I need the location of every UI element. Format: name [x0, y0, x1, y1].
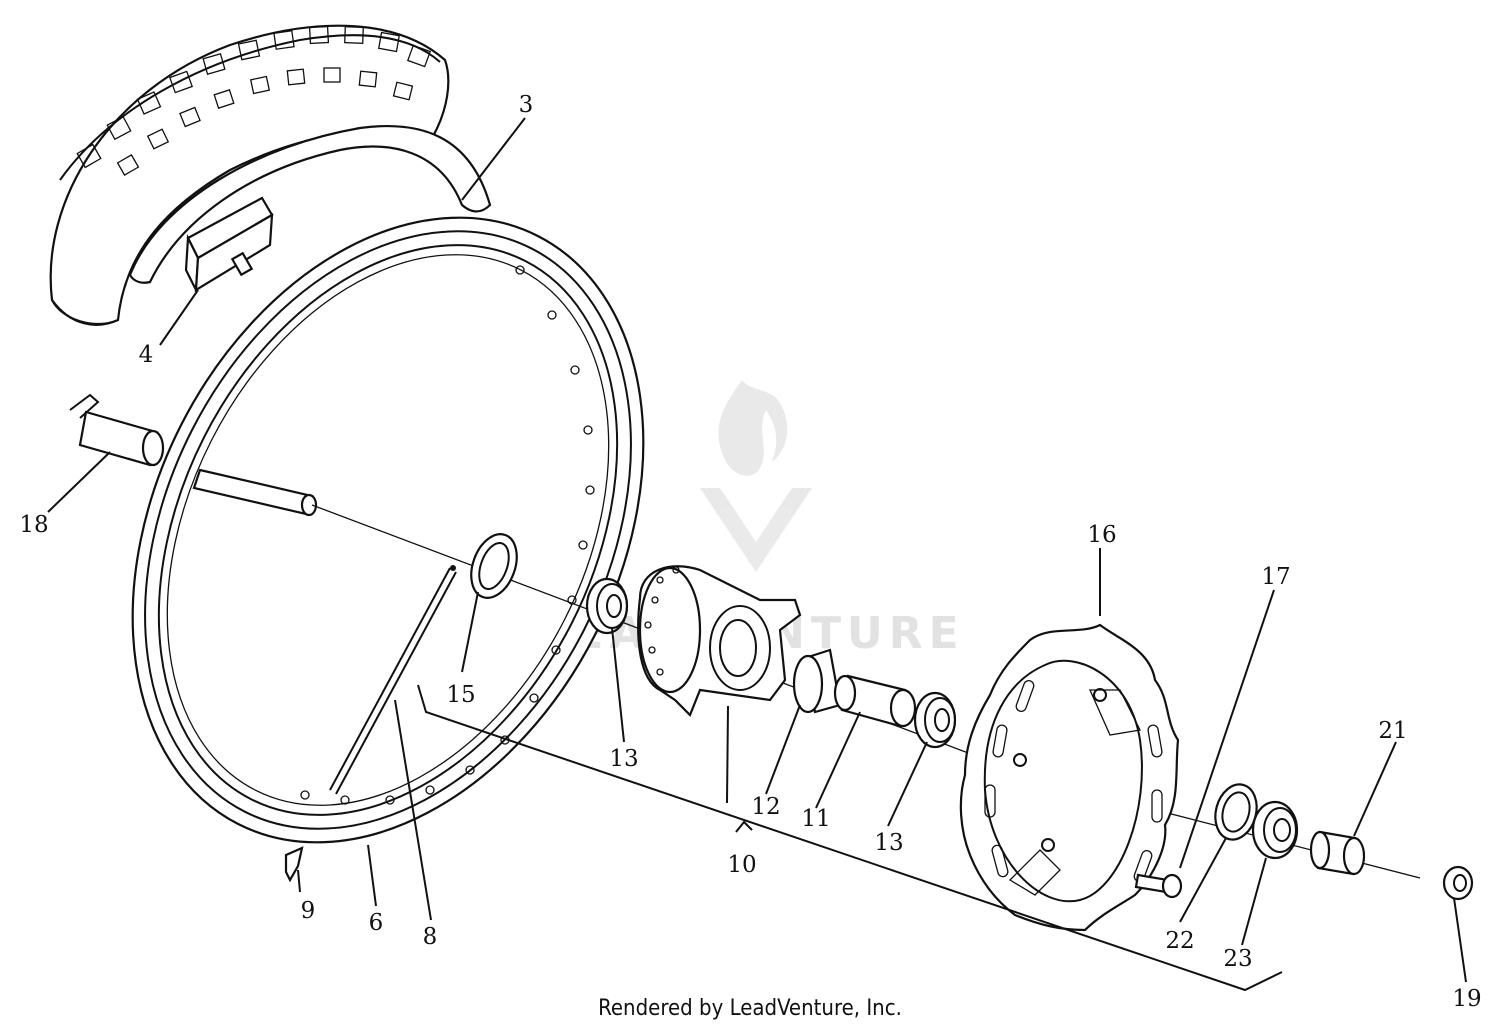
spacer-12 — [792, 648, 842, 714]
spacer-sleeve — [833, 674, 917, 728]
callout-16: 16 — [1087, 522, 1116, 548]
callout-23: 23 — [1223, 946, 1252, 972]
callout-labels: 3 4 18 15 13 16 17 21 12 11 13 10 9 6 8 … — [19, 92, 1481, 1012]
callout-11: 11 — [801, 806, 830, 832]
callout-15: 15 — [446, 682, 475, 708]
callout-4: 4 — [139, 342, 154, 368]
collar — [1309, 830, 1366, 876]
callout-12: 12 — [751, 794, 780, 820]
disc-bolt — [1134, 873, 1183, 899]
callout-22: 22 — [1165, 928, 1194, 954]
flame-v-logo-icon — [700, 380, 812, 572]
dust-seal — [470, 533, 518, 599]
bearing-23 — [1251, 800, 1299, 860]
rim — [131, 216, 645, 844]
callout-10: 10 — [727, 852, 756, 878]
bearing-left — [585, 577, 629, 635]
callout-8: 8 — [423, 924, 438, 950]
axle-nut — [1442, 865, 1474, 901]
callout-13-left: 13 — [609, 746, 638, 772]
leader-lines — [47, 117, 1467, 992]
callout-18: 18 — [19, 512, 48, 538]
callout-21: 21 — [1378, 718, 1407, 744]
spoke-nipple — [284, 846, 304, 883]
callout-13-right: 13 — [874, 830, 903, 856]
callout-9: 9 — [301, 898, 316, 924]
callout-17: 17 — [1261, 564, 1290, 590]
seal-22 — [1214, 783, 1258, 841]
footer-credit: Rendered by LeadVenture, Inc. — [598, 996, 902, 1021]
hub — [637, 565, 802, 717]
bearing-right — [913, 691, 957, 749]
callout-6: 6 — [369, 910, 384, 936]
rim-tape — [128, 124, 492, 284]
callout-3: 3 — [519, 92, 534, 118]
spoke — [329, 565, 457, 795]
tire — [49, 24, 450, 326]
callout-19: 19 — [1452, 986, 1481, 1012]
rim-lock — [184, 196, 274, 295]
brake-disc — [959, 623, 1180, 932]
